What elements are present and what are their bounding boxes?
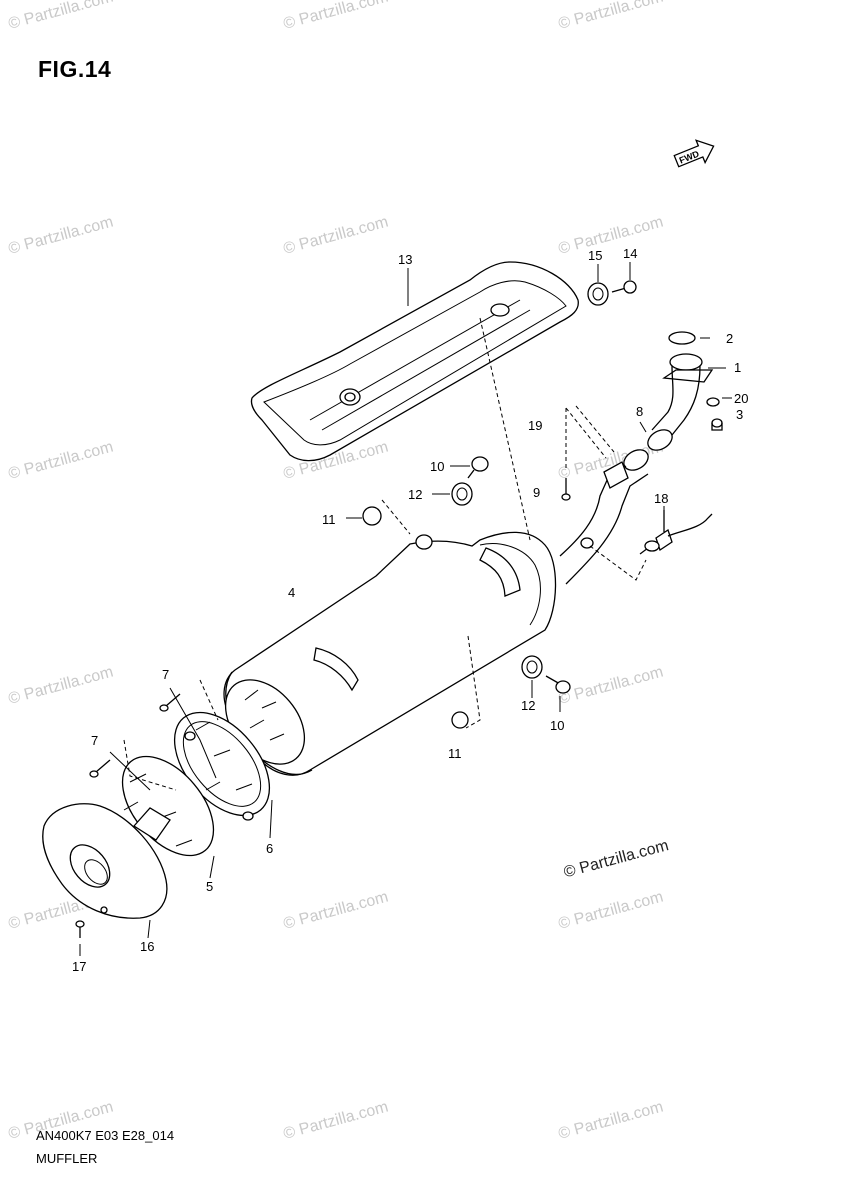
figure-title: FIG.14 bbox=[38, 56, 112, 82]
bushing-12-lower bbox=[521, 655, 543, 679]
baffle-plate-5 bbox=[121, 755, 215, 857]
callout-8: 8 bbox=[636, 404, 643, 419]
bushing-12-upper bbox=[451, 482, 473, 506]
callout-10-lower: 10 bbox=[550, 718, 564, 733]
callout-2: 2 bbox=[726, 331, 733, 346]
callout-14: 14 bbox=[623, 246, 637, 261]
bolt-10-upper bbox=[467, 456, 489, 479]
screw-7-upper bbox=[159, 693, 181, 712]
callout-5: 5 bbox=[206, 879, 213, 894]
bolt-10-lower bbox=[545, 675, 571, 694]
watermark-text: © Partzilla.com bbox=[282, 889, 391, 933]
callout-18: 18 bbox=[654, 491, 668, 506]
watermark-text: © Partzilla.com bbox=[557, 889, 666, 933]
watermark-text: © Partzilla.com bbox=[7, 214, 116, 258]
watermark-text: © Partzilla.com bbox=[557, 214, 666, 258]
callout-9: 9 bbox=[533, 485, 540, 500]
callout-1: 1 bbox=[734, 360, 741, 375]
watermark-text: © Partzilla.com bbox=[7, 664, 116, 708]
callout-10-upper: 10 bbox=[430, 459, 444, 474]
callout-17: 17 bbox=[72, 959, 86, 974]
callout-15: 15 bbox=[588, 248, 602, 263]
heat-shield-cover bbox=[250, 261, 579, 462]
tail-cover-16 bbox=[42, 803, 168, 919]
callout-labels: 1 2 3 4 5 6 7 7 8 9 10 10 11 11 12 12 13… bbox=[72, 246, 748, 974]
watermark-text: © Partzilla.com bbox=[557, 1099, 666, 1143]
callout-20: 20 bbox=[734, 391, 748, 406]
callout-12-lower: 12 bbox=[521, 698, 535, 713]
screw-17 bbox=[75, 920, 85, 938]
exhaust-pipe bbox=[559, 331, 714, 585]
watermark-text: © Partzilla.com bbox=[7, 439, 116, 483]
grommet-15 bbox=[587, 282, 609, 306]
callout-7-lower: 7 bbox=[91, 733, 98, 748]
watermark-layer: © Partzilla.com © Partzilla.com © Partzill… bbox=[7, 0, 666, 1143]
gasket-20 bbox=[706, 397, 720, 407]
screw-7-lower bbox=[89, 759, 111, 778]
watermark-text: © Partzilla.com bbox=[557, 0, 666, 33]
callout-7-upper: 7 bbox=[162, 667, 169, 682]
watermark-text: © Partzilla.com bbox=[7, 0, 116, 33]
callout-12-upper: 12 bbox=[408, 487, 422, 502]
callout-16: 16 bbox=[140, 939, 154, 954]
callout-3: 3 bbox=[736, 407, 743, 422]
callout-11-lower: 11 bbox=[448, 746, 462, 761]
callout-6: 6 bbox=[266, 841, 273, 856]
oxygen-sensor-18 bbox=[639, 510, 713, 555]
muffler-body-4 bbox=[223, 531, 557, 776]
figure-name: MUFFLER bbox=[36, 1151, 98, 1166]
callout-4: 4 bbox=[288, 585, 295, 600]
callout-19: 19 bbox=[528, 418, 542, 433]
watermark-text: © Partzilla.com bbox=[282, 214, 391, 258]
watermark-text: © Partzilla.com bbox=[557, 664, 666, 708]
fwd-arrow-badge: FWD bbox=[673, 139, 715, 168]
nut-3 bbox=[711, 418, 723, 431]
callout-13: 13 bbox=[398, 252, 412, 267]
watermark-text: © Partzilla.com bbox=[282, 0, 391, 33]
watermark-text: © Partzilla.com bbox=[282, 1099, 391, 1143]
collar-11-lower bbox=[451, 711, 469, 729]
leader-lines bbox=[79, 262, 732, 956]
bolt-9 bbox=[561, 478, 571, 501]
callout-11-upper: 11 bbox=[322, 512, 336, 527]
collar-11-upper bbox=[362, 506, 382, 526]
figure-code: AN400K7 E03 E28_014 bbox=[36, 1128, 175, 1143]
screw-14 bbox=[611, 280, 637, 294]
